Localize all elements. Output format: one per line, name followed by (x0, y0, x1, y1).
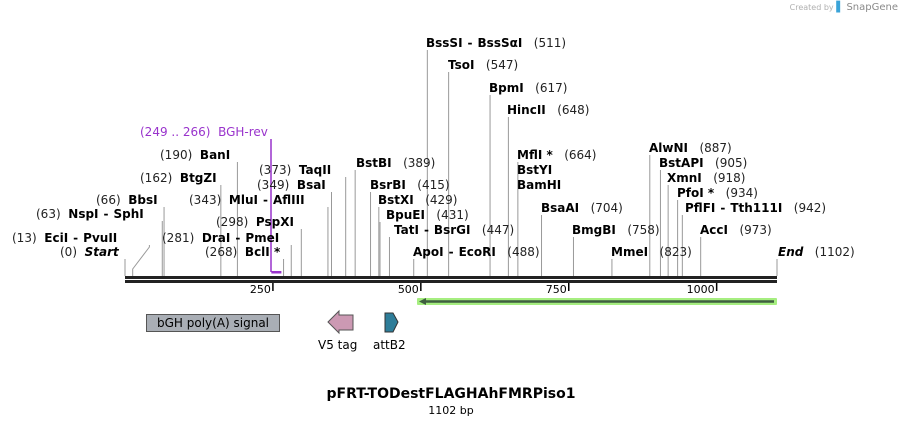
restriction-site-bsssi-bsss-i[interactable]: BssSI-BssSαI (511) (426, 36, 567, 50)
restriction-site-bstapi[interactable]: BstAPI (905) (659, 156, 748, 170)
feature-label: bGH poly(A) signal (156, 316, 270, 330)
restriction-site-end[interactable]: End (1102) (778, 245, 855, 259)
restriction-site-taqii[interactable]: (373) TaqII (259, 163, 332, 177)
primer-bgh-rev[interactable] (271, 271, 282, 274)
orf-arrowhead-icon (419, 298, 426, 305)
feature-label-v5-tag: V5 tag (318, 338, 358, 352)
restriction-site-bamhi[interactable]: BamHI (517, 178, 562, 192)
restriction-site-bsrbi[interactable]: BsrBI (415) (370, 178, 450, 192)
snapgene-logo-icon: ▌ (836, 2, 844, 13)
restriction-site-pflfi-tth111i[interactable]: PflFI-Tth111I (942) (685, 201, 827, 215)
feature-v5-tag-arrow-icon[interactable] (327, 309, 354, 335)
restriction-site-tsoi[interactable]: TsoI (547) (448, 58, 519, 72)
restriction-site-bstyi[interactable]: BstYI (517, 163, 553, 177)
ruler-tick-label: 750 (545, 283, 567, 296)
ruler-tick-label: 250 (249, 283, 271, 296)
feature-attb2-arrow-icon[interactable] (384, 312, 399, 333)
credit-prefix: Created by (789, 3, 834, 12)
restriction-site-bcli[interactable]: (268) BclI * (205, 245, 281, 259)
restriction-site-mlui-afliii[interactable]: (343) MluI-AflIII (189, 193, 305, 207)
backbone-bottom (125, 280, 777, 283)
map-title: pFRT-TODestFLAGHAhFMRPiso1 (326, 386, 576, 402)
map-length: 1102 bp (428, 404, 474, 417)
restriction-site-pfoi[interactable]: PfoI * (934) (677, 186, 758, 200)
ruler-tick-label: 1000 (686, 283, 715, 296)
ruler-tick-label: 500 (397, 283, 419, 296)
restriction-site-mmei[interactable]: MmeI (823) (611, 245, 692, 259)
restriction-site-mfli[interactable]: MflI * (664) (517, 148, 597, 162)
restriction-site-bsai[interactable]: (349) BsaI (257, 178, 326, 192)
backbone-top (125, 276, 777, 279)
feature-bgh-polya-signal[interactable]: bGH poly(A) signal (146, 314, 280, 332)
restriction-site-bpmi[interactable]: BpmI (617) (489, 81, 568, 95)
restriction-site-acci[interactable]: AccI (973) (700, 223, 772, 237)
site-leader-line (132, 245, 150, 276)
restriction-site-hincii[interactable]: HincII (648) (507, 103, 590, 117)
restriction-site-bpuei[interactable]: BpuEI (431) (386, 208, 469, 222)
restriction-site-bbsi[interactable]: (66) BbsI (96, 193, 158, 207)
credit-brand: SnapGene (846, 2, 898, 13)
restriction-site-btgzi[interactable]: (162) BtgZI (140, 171, 217, 185)
restriction-site-start[interactable]: (0) Start (60, 245, 119, 259)
restriction-site-tati-bsrgi[interactable]: TatI-BsrGI (447) (394, 223, 515, 237)
restriction-site-alwni[interactable]: AlwNI (887) (649, 141, 732, 155)
restriction-site-bstxi[interactable]: BstXI (429) (378, 193, 458, 207)
restriction-site-drai-pmei[interactable]: (281) DraI-PmeI (162, 231, 280, 245)
restriction-site-xmni[interactable]: XmnI (918) (667, 171, 746, 185)
restriction-site-ecii-pvuii[interactable]: (13) EciI-PvuII (12, 231, 118, 245)
restriction-site-bstbi[interactable]: BstBI (389) (356, 156, 436, 170)
primer-label-bgh-rev[interactable]: (249 .. 266) BGH-rev (140, 125, 268, 139)
restriction-site-nspi-sphi[interactable]: (63) NspI-SphI (36, 207, 144, 221)
restriction-site-apoi-ecori[interactable]: ApoI-EcoRI (488) (413, 245, 540, 259)
restriction-site-pspxi[interactable]: (298) PspXI (216, 215, 294, 229)
restriction-site-bani[interactable]: (190) BanI (160, 148, 231, 162)
snapgene-credit: Created by ▌ SnapGene (790, 2, 898, 13)
restriction-site-bsaai[interactable]: BsaAI (704) (541, 201, 623, 215)
restriction-site-bmgbi[interactable]: BmgBI (758) (572, 223, 660, 237)
feature-label-attb2: attB2 (373, 338, 406, 352)
